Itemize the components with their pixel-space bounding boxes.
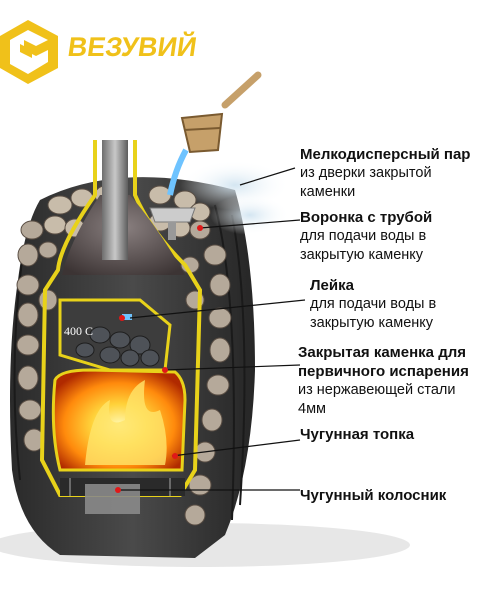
- callout-line: каменки: [300, 184, 356, 200]
- funnel-icon: [149, 207, 196, 240]
- callout-markers: [115, 225, 203, 493]
- callout-line: 4мм: [298, 401, 327, 417]
- chimney-pipe: [102, 140, 128, 260]
- temperature-label: 400 С: [64, 324, 94, 338]
- callout-closed-chamber: Закрытая каменка для первичного испарени…: [298, 343, 498, 419]
- callout-title: Чугунный колосник: [300, 487, 447, 504]
- callout-line: для подачи воды в: [310, 296, 437, 312]
- callout-title: Мелкодисперсный пар: [300, 146, 471, 163]
- callout-funnel: Воронка с трубой для подачи воды в закры…: [300, 208, 495, 265]
- callout-line: закрытую каменку: [310, 315, 434, 331]
- callout-line: закрытую каменку: [300, 247, 424, 263]
- callout-firebox: Чугунная топка: [300, 425, 495, 444]
- callout-title: Лейка: [310, 277, 354, 294]
- callout-grate: Чугунный колосник: [300, 486, 495, 505]
- brand-name: ВЕЗУВИЙ: [65, 32, 199, 62]
- callout-steam: Мелкодисперсный пар из дверки закрытой к…: [300, 145, 495, 202]
- leader-lines: [120, 167, 306, 491]
- closed-stone-chamber: [58, 298, 172, 372]
- callout-title: Чугунная топка: [300, 426, 415, 443]
- callout-title: Воронка с трубой: [300, 209, 433, 226]
- callout-title: первичного испарения: [298, 363, 469, 380]
- callout-line: из нержавеющей стали: [298, 382, 456, 398]
- callout-watering-can: Лейка для подачи воды в закрытую каменку: [310, 276, 495, 333]
- callout-title: Закрытая каменка для: [298, 344, 466, 361]
- ladle-icon: [167, 71, 262, 196]
- callout-line: из дверки закрытой: [300, 165, 432, 181]
- callout-line: для подачи воды в: [300, 228, 427, 244]
- firebox: [51, 368, 187, 472]
- steam-cloud: [210, 195, 290, 235]
- brand-logo-icon: [0, 20, 58, 84]
- grate: [60, 478, 185, 514]
